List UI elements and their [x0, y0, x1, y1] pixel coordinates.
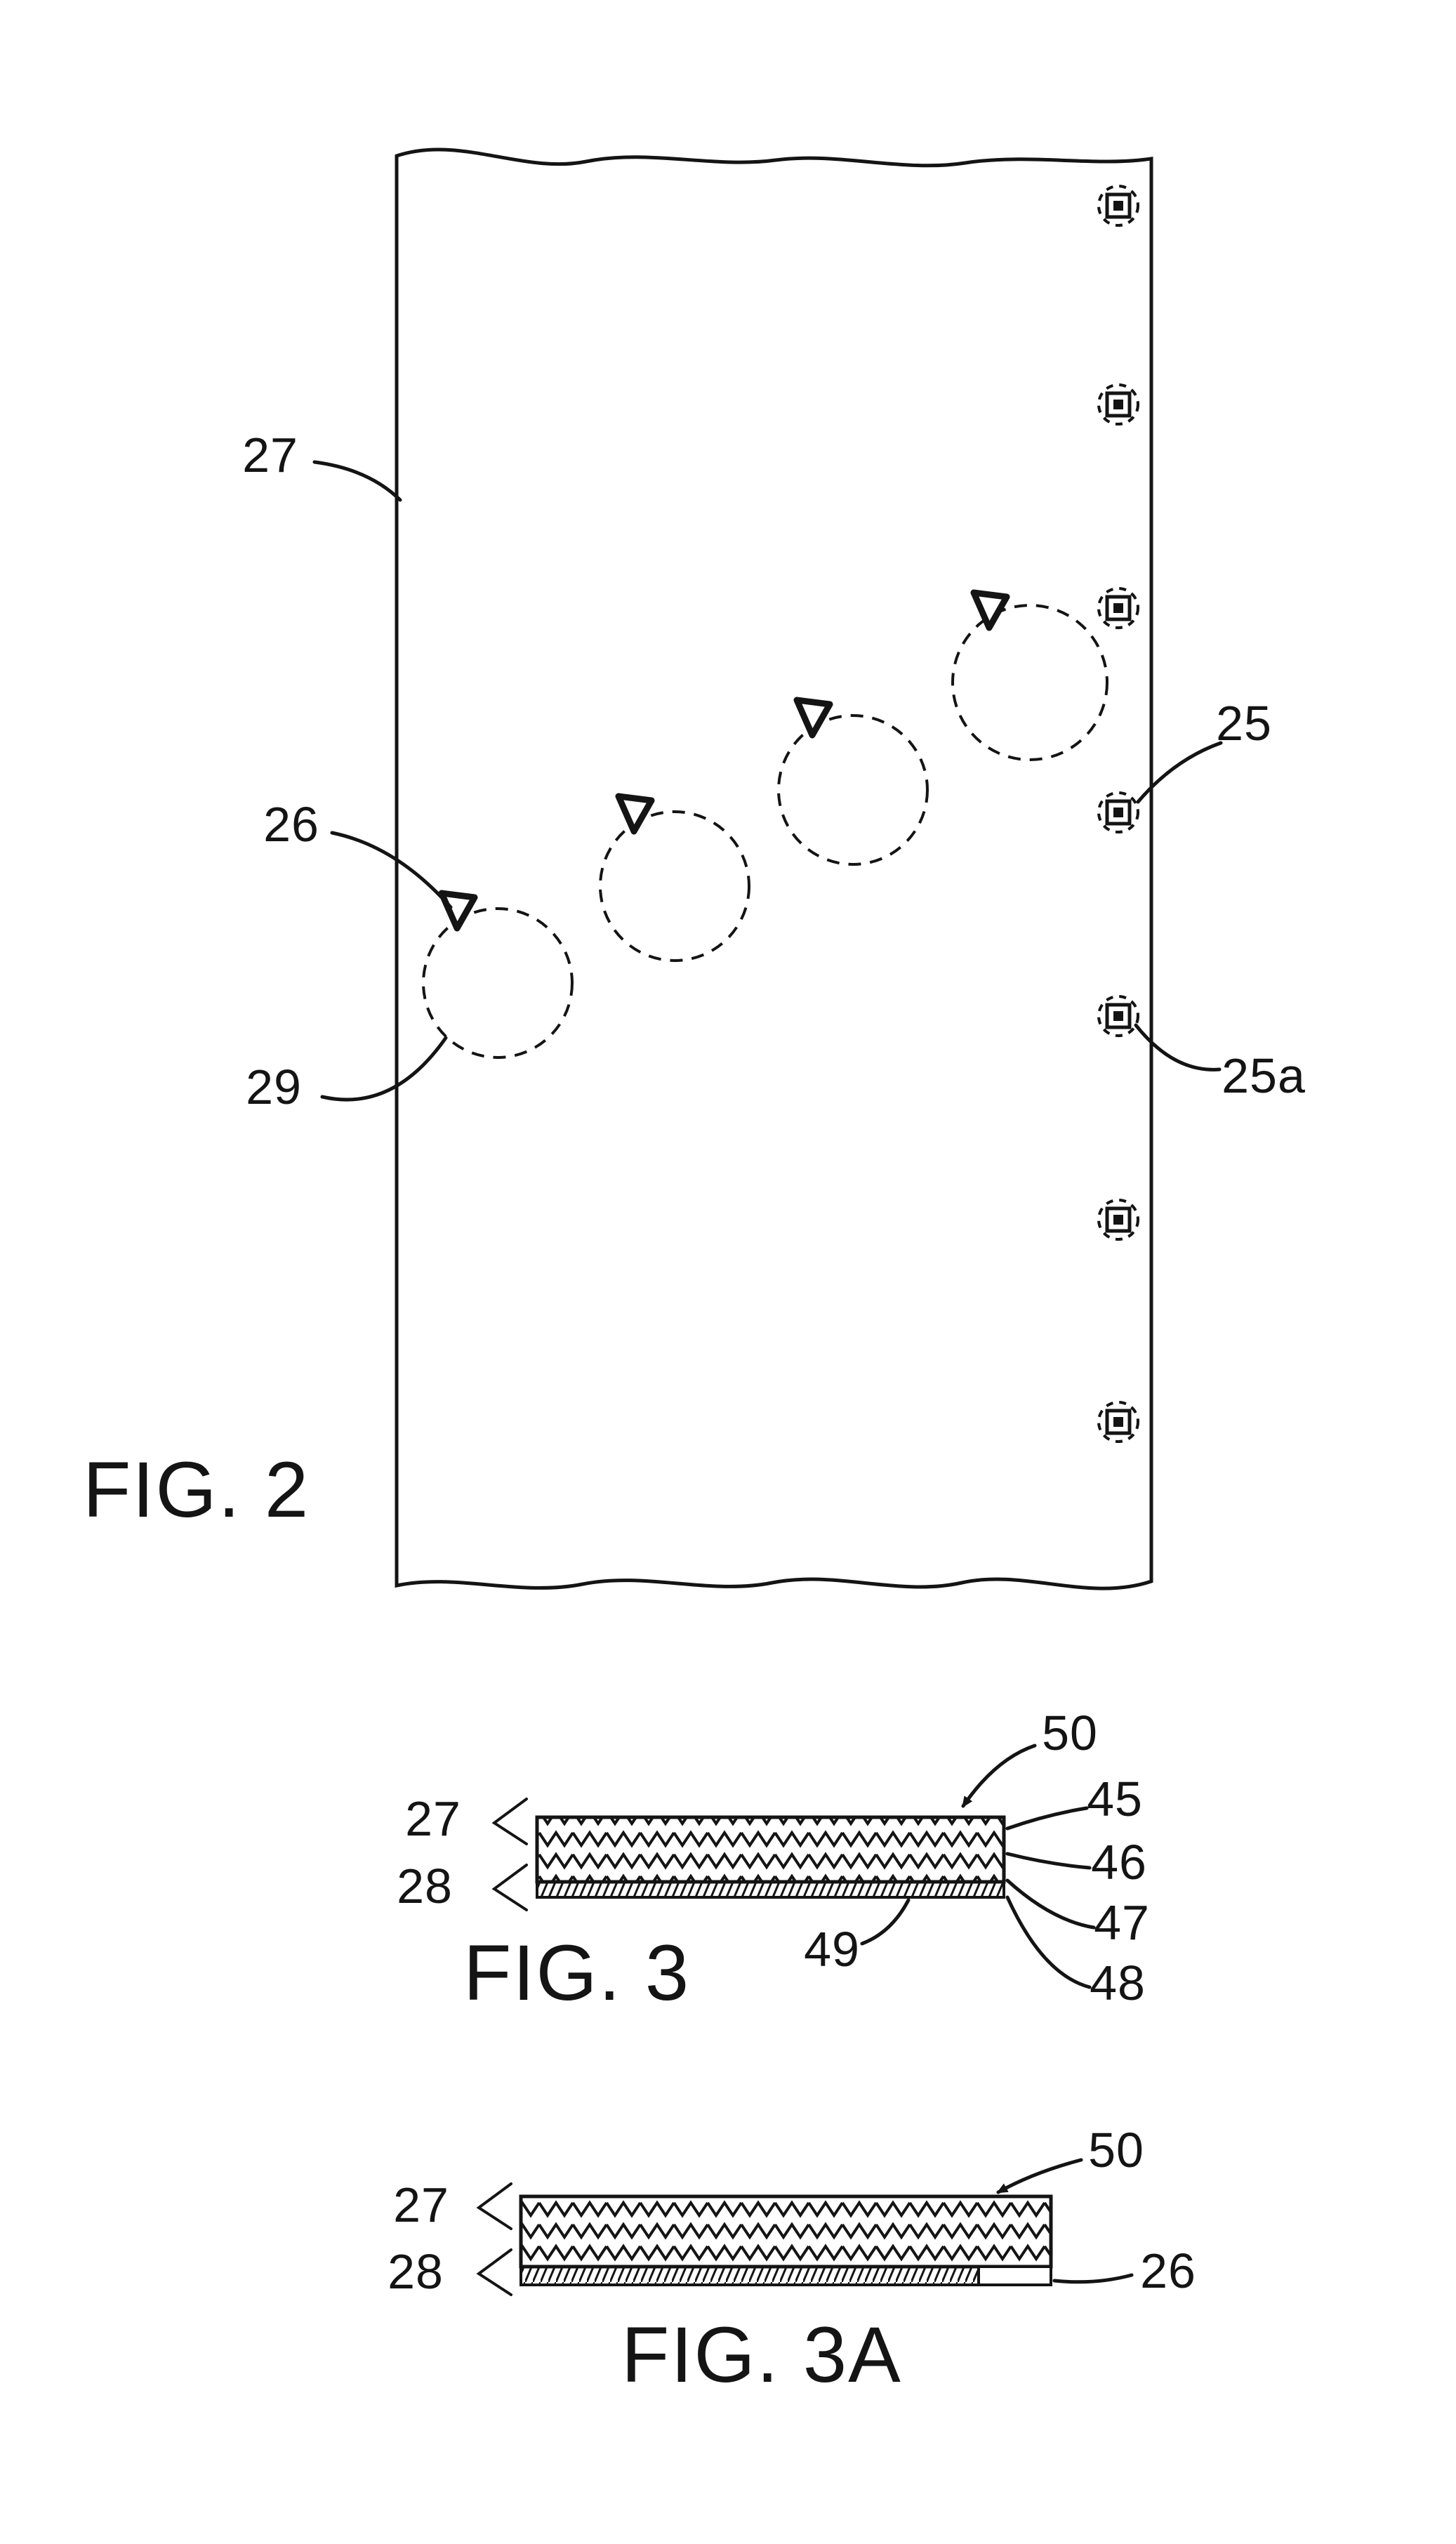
ref-label-25a: 25a — [1222, 1048, 1306, 1103]
brace-27 — [491, 1798, 528, 1845]
strip-main-layer — [535, 1815, 1006, 1884]
strip-tab-26 — [977, 2265, 1052, 2286]
strip-main-layer — [519, 2194, 1053, 2269]
figure2-label: FIG. 2 — [83, 1446, 310, 1534]
sheet-outline — [395, 147, 1153, 1590]
figure3-label: FIG. 3 — [463, 1929, 690, 2017]
brace-27 — [476, 2182, 512, 2230]
leader-line-29 — [320, 1036, 448, 1102]
figure3: 27 28 50 45 46 47 48 49 FIG. 3 — [397, 1706, 1150, 2017]
orientation-triangle — [793, 697, 833, 739]
ref-label-26: 26 — [1140, 2243, 1196, 2298]
leader-line-26 — [330, 831, 453, 909]
arrow-50 — [996, 2158, 1083, 2194]
leader-48 — [1005, 1895, 1092, 1989]
orientation-triangle — [970, 589, 1010, 631]
ref-label-48: 48 — [1090, 1956, 1146, 2010]
target-circles — [422, 589, 1108, 1059]
ref-label-45: 45 — [1087, 1772, 1143, 1826]
ref-label-50: 50 — [1042, 1706, 1098, 1760]
figure3a-label: FIG. 3A — [621, 2311, 902, 2399]
figure2: 27 26 29 25 25a FIG. 2 — [83, 147, 1306, 1590]
leader-49 — [860, 1898, 911, 1946]
ref-label-29: 29 — [246, 1060, 302, 1114]
arrow-50 — [961, 1744, 1037, 1808]
leader-line-27 — [312, 460, 402, 502]
leader-line-25a — [1134, 1023, 1222, 1072]
strip-bottom-layer — [519, 2265, 1052, 2286]
dashed-circle — [777, 714, 929, 866]
brace-28 — [476, 2248, 512, 2296]
ref-label-49: 49 — [804, 1922, 860, 1977]
orientation-triangle — [615, 793, 655, 835]
ref-label-26: 26 — [263, 797, 319, 852]
ref-label-27: 27 — [405, 1791, 461, 1846]
ref-label-28: 28 — [397, 1859, 453, 1913]
dashed-circle — [951, 604, 1108, 761]
figure3a: 27 28 50 26 FIG. 3A — [388, 2123, 1196, 2399]
leader-47 — [1005, 1878, 1096, 1930]
dashed-circle — [599, 810, 750, 962]
strip-bottom-layer — [536, 1880, 1005, 1899]
ref-label-25: 25 — [1216, 696, 1272, 751]
leader-26 — [1052, 2273, 1134, 2284]
dashed-circle — [422, 907, 574, 1059]
ref-label-46: 46 — [1091, 1835, 1147, 1890]
ref-label-28: 28 — [388, 2244, 444, 2299]
ref-label-27: 27 — [393, 2177, 449, 2232]
orientation-triangle — [438, 890, 478, 932]
ref-label-27: 27 — [242, 428, 298, 482]
ref-label-50: 50 — [1088, 2123, 1144, 2177]
brace-28 — [491, 1864, 528, 1911]
leader-line-25 — [1136, 741, 1223, 804]
leader-45 — [1005, 1806, 1089, 1831]
leader-46 — [1005, 1852, 1092, 1870]
ref-label-47: 47 — [1094, 1895, 1150, 1950]
